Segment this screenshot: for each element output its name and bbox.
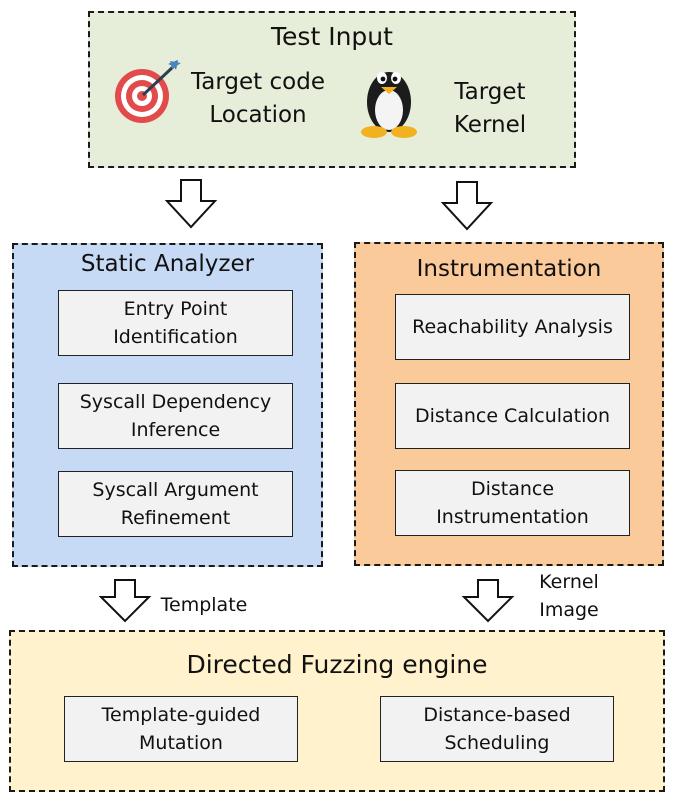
test-input-title: Test Input	[271, 22, 393, 51]
reachability-analysis-box: Reachability Analysis	[395, 294, 630, 360]
syscall-dependency-inference-box: Syscall Dependency Inference	[58, 383, 293, 449]
distance-based-scheduling-box: Distance-based Scheduling	[380, 696, 614, 762]
target-icon	[115, 60, 181, 123]
target-code-location-label: Target code Location	[191, 69, 325, 129]
entry-point-identification-box: Entry Point Identification	[58, 290, 293, 356]
target-kernel-label: Target Kernel	[453, 79, 527, 139]
test-input-panel	[88, 11, 576, 168]
static-analyzer-title: Static Analyzer	[80, 251, 255, 277]
arrow-to-static-analyzer	[164, 179, 218, 229]
directed-fuzzing-engine-title: Directed Fuzzing engine	[186, 650, 488, 679]
distance-instrumentation-box: Distance Instrumentation	[395, 470, 630, 536]
syscall-argument-refinement-box: Syscall Argument Refinement	[58, 471, 293, 537]
template-label: Template	[160, 594, 248, 616]
arrow-template-to-engine	[98, 579, 152, 623]
arrow-kernel-image-to-engine	[461, 579, 515, 623]
kernel-image-label: Kernel Image	[539, 571, 599, 621]
template-guided-mutation-box: Template-guided Mutation	[64, 696, 298, 762]
arrow-to-instrumentation	[440, 181, 494, 231]
linux-penguin-icon	[361, 72, 417, 138]
distance-calculation-box: Distance Calculation	[395, 383, 630, 449]
instrumentation-title: Instrumentation	[416, 256, 602, 282]
